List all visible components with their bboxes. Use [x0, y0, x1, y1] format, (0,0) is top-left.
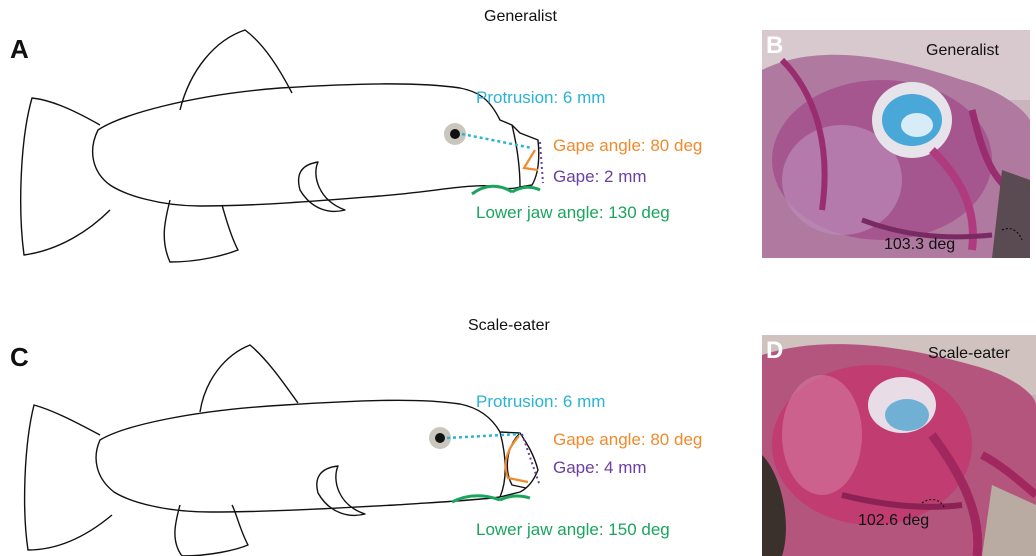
panel-d-angle-label: 102.6 deg — [858, 512, 930, 529]
panel-c-gape-label: Gape: 4 mm — [553, 458, 647, 477]
generalist-pectoral-fin — [297, 161, 346, 213]
generalist-gape-angle-mark — [522, 149, 539, 172]
panel-a-gape-label: Gape: 2 mm — [553, 167, 647, 186]
generalist-stained-skull-image — [762, 30, 1030, 258]
generalist-caudal-fin — [20, 97, 111, 256]
scale-eater-eye-inner — [435, 433, 445, 443]
generalist-gape-line — [539, 141, 544, 184]
panel-b-angle-label: 103.3 deg — [884, 236, 956, 253]
panel-d-title: Scale-eater — [928, 345, 1010, 362]
panel-c-gape-angle-label: Gape angle: 80 deg — [553, 430, 703, 449]
generalist-body — [91, 83, 540, 207]
generalist-lower-jaw-angle-mark — [471, 184, 541, 196]
panel-a-protrusion-label: Protrusion: 6 mm — [476, 88, 606, 107]
scale-eater-jaw-outline — [499, 431, 506, 498]
panel-b-photo: B Generalist 103.3 deg — [762, 30, 1030, 258]
panel-a-title: Generalist — [484, 8, 557, 25]
panel-a-gape-angle-label: Gape angle: 80 deg — [553, 136, 703, 155]
panel-d-photo: D Scale-eater 102.6 deg — [762, 335, 1036, 556]
scale-eater-dorsal-fin — [199, 344, 299, 413]
scale-eater-protrusion-line — [446, 432, 521, 440]
scale-eater-stained-skull-image — [762, 335, 1036, 556]
panel-b-letter: B — [766, 32, 784, 59]
scale-eater-lower-jaw-angle-mark — [451, 494, 531, 504]
panel-c-title: Scale-eater — [468, 317, 550, 334]
panel-d-letter: D — [766, 337, 784, 364]
panel-b-title: Generalist — [926, 42, 999, 59]
panel-a-lower-jaw-angle-label: Lower jaw angle: 130 deg — [476, 203, 670, 222]
generalist-anal-fin — [163, 199, 239, 263]
generalist-jaw-outline — [511, 124, 521, 188]
scale-eater-pectoral-fin — [316, 465, 366, 517]
scale-eater-gape-angle-mark — [504, 435, 529, 484]
panel-c-letter: C — [10, 342, 29, 372]
panel-a-letter: A — [10, 34, 29, 64]
panel-c-lower-jaw-angle-label: Lower jaw angle: 150 deg — [476, 520, 670, 539]
scale-eater-anal-fin — [174, 504, 249, 556]
generalist-dorsal-fin — [179, 29, 293, 111]
generalist-eye-inner — [450, 129, 460, 139]
scale-eater-gape-line — [521, 433, 541, 487]
scale-eater-body — [95, 399, 539, 513]
panel-c-protrusion-label: Protrusion: 6 mm — [476, 392, 606, 411]
scale-eater-caudal-fin — [23, 404, 113, 551]
